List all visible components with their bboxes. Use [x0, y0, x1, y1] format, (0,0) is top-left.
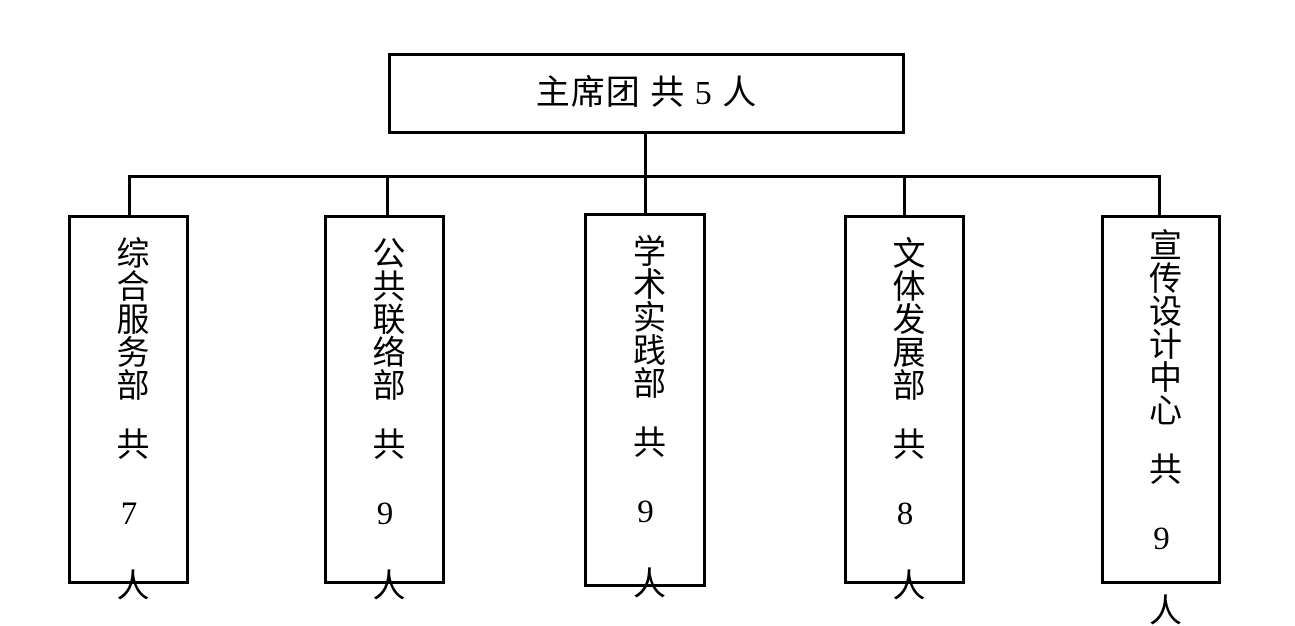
connector-drop-2: [386, 175, 389, 216]
dept-node-box-4[interactable]: 文体发展部 共 8 人: [844, 215, 965, 601]
connector-drop-4: [903, 175, 906, 216]
connector-root-stem: [644, 133, 647, 177]
dept-name-1: 综合服务部: [110, 236, 147, 401]
dept-node-box-5[interactable]: 宣传设计中心 共 9 人: [1101, 215, 1221, 626]
dept-node-box-2[interactable]: 公共联络部 共 9 人: [324, 215, 445, 601]
root-node-label: 主席团 共 5 人: [535, 74, 758, 112]
dept-name-5: 宣传设计中心: [1143, 228, 1180, 426]
dept-count-2: 共 9 人: [366, 427, 403, 601]
connector-drop-3: [644, 175, 647, 214]
dept-name-2: 公共联络部: [366, 236, 403, 401]
dept-count-4: 共 8 人: [886, 427, 923, 601]
dept-count-3: 共 9 人: [627, 425, 664, 599]
dept-name-3: 学术实践部: [627, 234, 664, 399]
root-node-box[interactable]: 主席团 共 5 人: [388, 53, 905, 134]
dept-node-box-1[interactable]: 综合服务部 共 7 人: [68, 215, 189, 601]
dept-count-5: 共 9 人: [1143, 452, 1180, 626]
connector-drop-5: [1158, 175, 1161, 216]
dept-node-box-3[interactable]: 学术实践部 共 9 人: [584, 213, 706, 599]
dept-count-1: 共 7 人: [110, 427, 147, 601]
connector-drop-1: [128, 175, 131, 216]
dept-name-4: 文体发展部: [886, 236, 923, 401]
